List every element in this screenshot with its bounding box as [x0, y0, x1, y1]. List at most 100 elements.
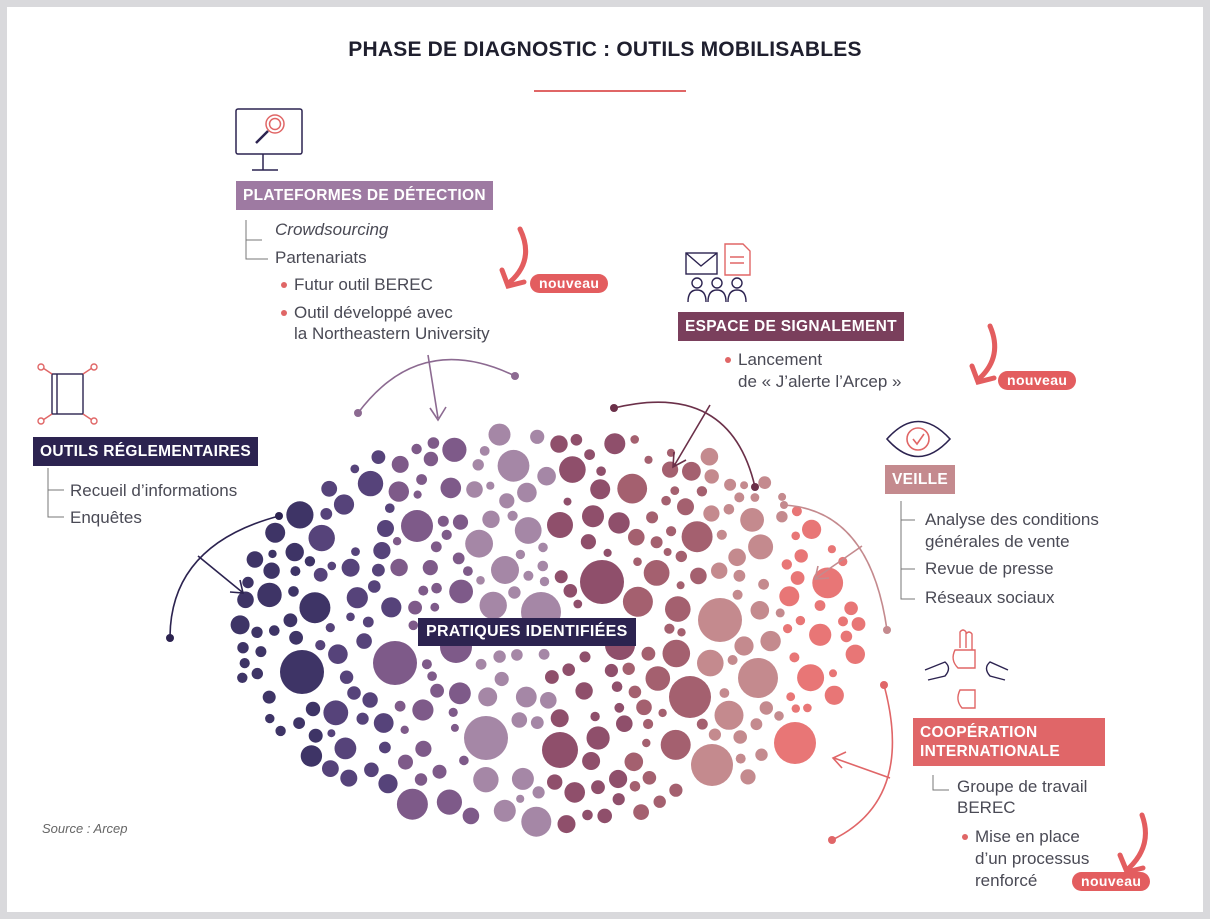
bubble — [563, 497, 572, 506]
bubble — [603, 548, 612, 558]
cooperation-subitem-processus: d’un processus — [975, 849, 1090, 868]
bubble — [400, 725, 409, 734]
bubble — [547, 774, 563, 790]
bubble — [418, 585, 429, 596]
bubble — [289, 630, 303, 645]
bubble — [463, 566, 473, 576]
bubble — [465, 529, 493, 558]
arc-dot — [880, 681, 888, 689]
bubble — [538, 542, 548, 553]
bubble — [738, 658, 778, 698]
bubble — [564, 782, 585, 803]
espace-title: ESPACE DE SIGNALEMENT — [678, 312, 904, 341]
bubble — [422, 560, 438, 576]
bubble — [401, 510, 433, 542]
arc-dot — [354, 409, 362, 417]
bubble — [372, 563, 385, 577]
bubble — [413, 490, 422, 499]
title-underline — [534, 90, 686, 92]
bubble — [641, 646, 656, 661]
bubble — [582, 752, 601, 770]
bubble — [356, 633, 372, 649]
bubble — [537, 560, 549, 572]
bubble — [612, 793, 625, 806]
bubble — [676, 581, 685, 590]
bubble — [794, 549, 808, 563]
bubble — [415, 740, 432, 757]
bubble — [427, 437, 440, 449]
bubble — [379, 741, 391, 754]
bubble — [829, 669, 837, 678]
bubble — [597, 808, 612, 824]
bubble — [323, 700, 349, 726]
bubble — [377, 520, 394, 537]
bubble — [646, 511, 659, 524]
bubble — [733, 730, 747, 744]
bubble — [268, 549, 277, 559]
arc-dot — [610, 404, 618, 412]
bubble — [614, 702, 625, 713]
bubble — [313, 567, 328, 582]
bubble — [580, 534, 597, 550]
bubble — [727, 655, 738, 665]
bubble — [255, 646, 267, 658]
bubble — [479, 591, 507, 620]
bubble — [697, 649, 724, 677]
bubble — [532, 786, 545, 799]
bubble — [523, 570, 534, 581]
tree-plateformes — [245, 220, 268, 260]
bubble — [774, 711, 784, 721]
bubble — [347, 686, 361, 700]
bubble — [642, 738, 651, 748]
bubble — [269, 625, 280, 636]
book-icon — [37, 363, 98, 425]
bubble — [475, 658, 487, 670]
bubble — [322, 760, 339, 777]
bubble — [844, 601, 858, 616]
bubble — [378, 774, 398, 794]
bubble — [696, 718, 708, 730]
bubble — [265, 522, 286, 543]
bubble — [339, 670, 354, 684]
bubble — [827, 545, 837, 554]
bubble — [653, 795, 666, 808]
eye-check-icon — [885, 420, 952, 458]
bubble — [539, 576, 550, 587]
bubble — [237, 642, 249, 654]
bubble — [628, 528, 645, 546]
arc-veille — [783, 504, 888, 631]
bubble — [530, 716, 544, 729]
tree-cooperation — [932, 775, 949, 791]
bubble — [493, 799, 516, 822]
bubble — [677, 628, 686, 637]
bubble — [385, 503, 395, 513]
bubble — [760, 630, 781, 652]
arc-dot — [275, 512, 283, 520]
bubble — [645, 666, 671, 691]
bubble — [750, 718, 763, 731]
cooperation-item-groupe: Groupe de travail — [957, 777, 1088, 796]
bubble — [521, 806, 552, 837]
bubble — [554, 570, 568, 584]
arrow-cooperation — [831, 751, 891, 779]
bubble — [803, 703, 812, 713]
bubble — [514, 517, 542, 544]
bubble — [781, 559, 792, 570]
espace-item-lancement: Lancement — [724, 350, 823, 369]
plateformes-subitem-berec: Futur outil BEREC — [281, 275, 433, 294]
nouveau-arrow-cooperation — [1126, 812, 1148, 871]
bubble — [838, 556, 848, 567]
bubble — [242, 576, 254, 589]
bubble — [622, 662, 635, 675]
bubble — [373, 641, 417, 685]
monitor-magnifier-icon — [235, 108, 303, 171]
bubble — [677, 498, 694, 516]
bubble — [334, 737, 357, 760]
bubble — [758, 578, 769, 590]
bubble — [449, 682, 471, 705]
bubble — [265, 713, 275, 724]
bubble — [590, 711, 600, 722]
bubble — [308, 524, 335, 552]
bubble — [398, 754, 413, 770]
bubble — [624, 752, 644, 772]
